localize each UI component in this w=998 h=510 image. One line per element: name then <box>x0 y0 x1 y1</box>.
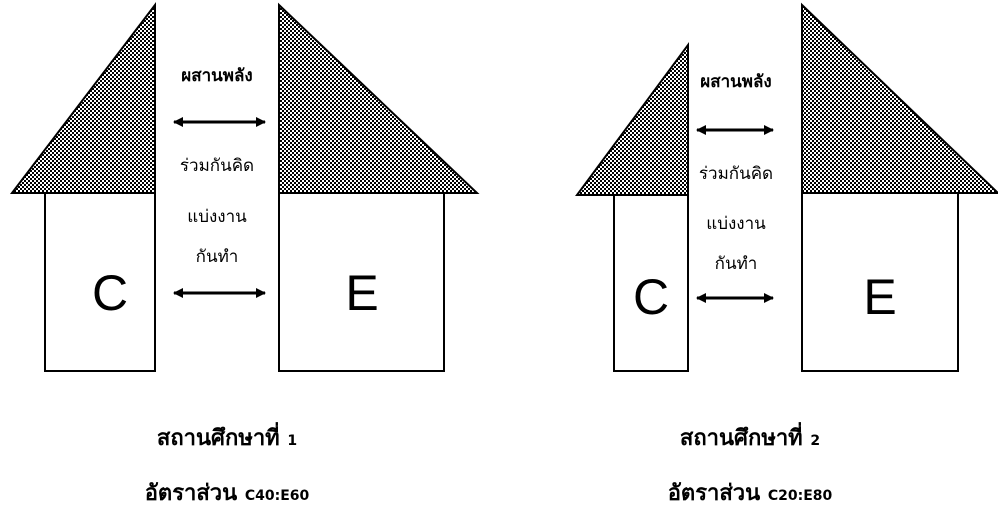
think-label-2: ร่วมกันคิด <box>698 164 774 184</box>
site-number-1: 1 <box>287 433 298 449</box>
site-text-2: สถานศึกษาที่ <box>679 426 803 451</box>
site-text-1: สถานศึกษาที่ <box>156 426 280 451</box>
e-house-body-2 <box>801 192 959 372</box>
e-house-body-1 <box>278 192 445 372</box>
c-house-body-1 <box>44 192 156 372</box>
share-label-1: แบ่งงาน <box>187 207 247 227</box>
do-label-1: กันทำ <box>195 247 239 267</box>
ratio-caption-2: อัตราส่วน C20:E80 <box>668 475 833 510</box>
ratio-value-1: C40:E60 <box>244 488 310 504</box>
e-letter-2: E <box>863 269 897 325</box>
c-roof-2 <box>575 41 689 196</box>
c-letter-2: C <box>632 269 670 325</box>
e-roof-2 <box>801 2 998 194</box>
site-caption-1: สถานศึกษาที่ 1 <box>157 420 297 455</box>
synergy-label-2: ผสานพลัง <box>700 72 772 92</box>
e-letter-1: E <box>345 265 379 321</box>
synergy-label-1: ผสานพลัง <box>181 66 253 86</box>
site-number-2: 2 <box>810 433 821 449</box>
site-caption-2: สถานศึกษาที่ 2 <box>680 420 820 455</box>
ratio-label-1: อัตราส่วน <box>144 481 238 506</box>
ratio-value-2: C20:E80 <box>767 488 833 504</box>
do-label-2: กันทำ <box>714 254 758 274</box>
ratio-label-2: อัตราส่วน <box>667 481 761 506</box>
e-roof-1 <box>278 2 480 194</box>
c-letter-1: C <box>91 265 129 321</box>
c-roof-1 <box>9 2 156 194</box>
share-label-2: แบ่งงาน <box>706 214 766 234</box>
c-house-body-2 <box>613 194 689 372</box>
ratio-caption-1: อัตราส่วน C40:E60 <box>145 475 310 510</box>
think-label-1: ร่วมกันคิด <box>179 156 255 176</box>
